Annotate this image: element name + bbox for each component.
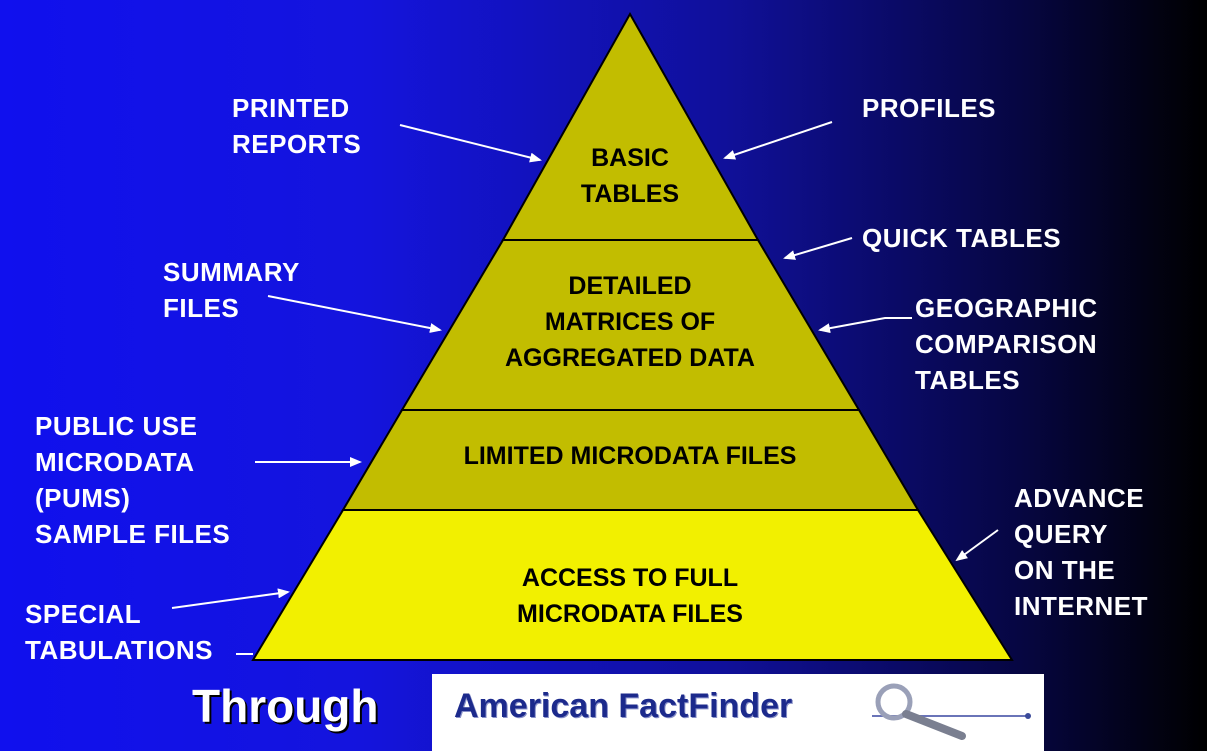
tier-limited-label: LIMITED MICRODATA FILES (463, 442, 797, 470)
arrow-geographic (818, 317, 912, 334)
tier-detailed-label: DETAILED MATRICES OF AGGREGATED DATA (505, 272, 755, 372)
label-printed-reports: PRINTED REPORTS (232, 93, 362, 159)
arrow-summary-files (267, 295, 442, 333)
label-quick-tables: QUICK TABLES (862, 223, 1062, 253)
label-advance-query: ADVANCE QUERY ON THE INTERNET (1014, 483, 1148, 621)
arrow-profiles (723, 121, 833, 160)
tier-basic-label: BASIC TABLES (580, 144, 680, 208)
label-geographic-comparison: GEOGRAPHIC COMPARISON TABLES (915, 293, 1098, 395)
through-label: Through (192, 680, 379, 732)
arrow-quick-tables (783, 237, 853, 260)
tier-full-shape (251, 509, 1014, 661)
magnifier-icon (872, 683, 1031, 740)
label-pums: PUBLIC USE MICRODATA (PUMS) SAMPLE FILES (35, 411, 231, 549)
tier-full-label: ACCESS TO FULL MICRODATA FILES (517, 564, 743, 628)
arrow-printed-reports (399, 124, 542, 163)
label-profiles: PROFILES (862, 93, 997, 123)
arrow-advance-query (955, 529, 999, 562)
logo-text: American FactFinder (454, 687, 793, 725)
arrow-special-tabulations (171, 588, 290, 609)
label-special-tabulations: SPECIAL TABULATIONS (25, 599, 213, 665)
label-summary-files: SUMMARY FILES (163, 257, 300, 323)
american-factfinder-logo: American FactFinder (432, 674, 1044, 751)
